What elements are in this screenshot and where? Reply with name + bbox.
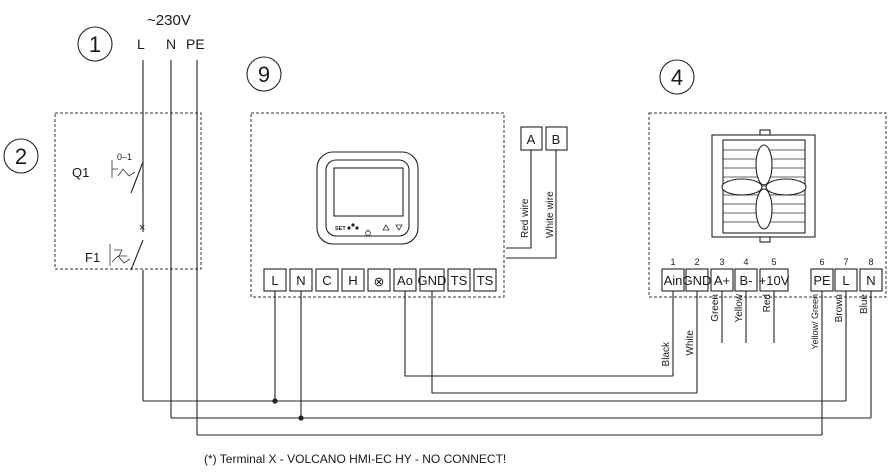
fan-terminal-ain: Ain [664, 273, 683, 288]
callout-9: 9 [246, 56, 282, 92]
wire-color-brown: Brown [834, 294, 845, 322]
svg-text:2: 2 [694, 257, 699, 267]
wire-color-yellow: Yellow [734, 293, 745, 322]
ctrl-terminal-n: N [296, 273, 305, 288]
ab-terminal-b: B [552, 132, 561, 147]
fan-terminal-10v: +10V [759, 273, 790, 288]
svg-text:F1: F1 [85, 250, 100, 265]
svg-text:4: 4 [743, 257, 748, 267]
supply-voltage: ~230V [147, 12, 191, 29]
svg-text:0–1: 0–1 [117, 152, 132, 162]
up-key-icon [382, 224, 390, 231]
ctrl-terminal-ts-1: TS [451, 273, 468, 288]
fan-enclosure [648, 112, 887, 298]
wire-color-blue: Blue [859, 294, 870, 314]
fan-terminal-a-plus: A+ [714, 273, 730, 288]
fan-terminal-numbers: 1 2 3 4 5 6 7 8 [670, 257, 873, 267]
down-key-icon [395, 224, 403, 231]
svg-text:7: 7 [843, 257, 848, 267]
interconnect-wiring [143, 291, 871, 436]
fan-terminal-strip: Ain GND A+ B- +10V PE L N [661, 268, 883, 292]
svg-text:8: 8 [868, 257, 873, 267]
fan-terminal-b-minus: B- [740, 273, 753, 288]
callout-4: 4 [659, 59, 695, 95]
ctrl-terminal-ao: Ao [397, 273, 413, 288]
breaker-enclosure [54, 112, 202, 270]
ctrl-terminal-x: ⊗ [374, 274, 385, 289]
controller-display: SET [316, 151, 419, 245]
f1-breaker: F1 [85, 239, 144, 401]
wire-color-green: Green [710, 294, 721, 322]
wire-color-red: Red [762, 294, 773, 312]
ab-terminal-a: A [527, 132, 536, 147]
fan-terminal-l: L [842, 273, 849, 288]
ab-block: A B Red wire White wire [506, 126, 568, 259]
svg-text:3: 3 [719, 257, 724, 267]
fan-terminal-n: N [866, 273, 875, 288]
controller-terminal-strip: L N C H ⊗ Ao GND TS TS [263, 268, 497, 292]
svg-text:1: 1 [670, 257, 675, 267]
callout-2: 2 [3, 138, 39, 174]
svg-text:2: 2 [15, 144, 27, 169]
fan-wire-colors: Black White Green Yellow Red Yellow/ Gre… [661, 293, 870, 366]
svg-text:6: 6 [819, 257, 824, 267]
footnote: (*) Terminal X - VOLCANO HMI-EC HY - NO … [204, 452, 506, 466]
svg-text:9: 9 [258, 62, 270, 87]
q1-switch: Q1 0–1 [72, 152, 144, 232]
supply-conductors [142, 60, 198, 435]
fan-wire-leads [672, 291, 872, 435]
fan-key-icon [347, 223, 359, 230]
ctrl-terminal-l: L [271, 273, 278, 288]
white-wire-label: White wire [545, 191, 556, 238]
x-mark: × [139, 222, 145, 234]
red-wire-label: Red wire [520, 198, 531, 238]
svg-text:1: 1 [89, 32, 101, 57]
ctrl-terminal-ts-2: TS [477, 273, 494, 288]
wire-color-white: White [685, 330, 696, 356]
power-key-icon [365, 229, 371, 236]
wire-color-yellow-green: Yellow/ Green [810, 294, 820, 350]
callout-1: 1 [77, 26, 113, 62]
fan-terminal-pe: PE [813, 273, 831, 288]
controller-enclosure [250, 112, 505, 298]
set-key: SET [335, 226, 346, 232]
svg-text:Q1: Q1 [72, 165, 89, 180]
ctrl-terminal-h: H [348, 273, 357, 288]
supply-line-n: N [166, 36, 176, 52]
svg-text:5: 5 [771, 257, 776, 267]
supply-line-l: L [137, 36, 145, 52]
svg-text:4: 4 [671, 65, 683, 90]
ctrl-terminal-gnd: GND [418, 273, 447, 288]
wire-color-black: Black [661, 341, 672, 366]
supply-line-pe: PE [186, 36, 205, 52]
fan-unit-icon [711, 129, 816, 243]
ctrl-terminal-c: C [322, 273, 331, 288]
fan-terminal-gnd: GND [683, 273, 712, 288]
